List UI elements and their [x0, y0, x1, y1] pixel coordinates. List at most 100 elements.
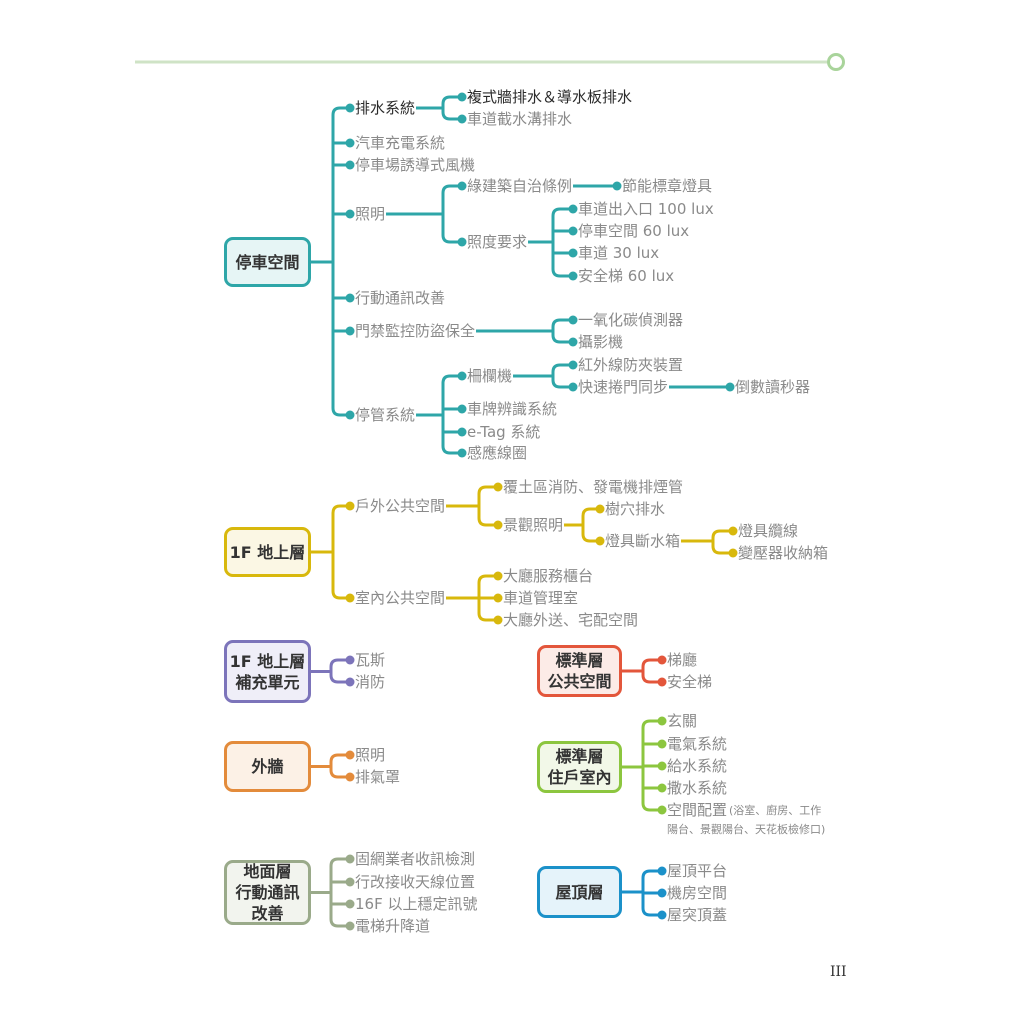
node-dot-icon [657, 805, 667, 815]
node-label: 屋突頂蓋 [667, 906, 728, 924]
node-dot-icon [657, 866, 667, 876]
node-label: 變壓器收納箱 [738, 544, 829, 562]
node-dot-icon [457, 448, 467, 458]
node-label: 消防 [355, 673, 386, 691]
node-label: 空間配置 [667, 801, 728, 819]
node-dot-icon [657, 655, 667, 665]
node-note: (浴室、廚房、工作 [729, 804, 822, 817]
node-dot-icon [657, 716, 667, 726]
node-label: 梯廳 [667, 651, 698, 669]
root-node-label: 屋頂層 [555, 882, 604, 902]
node-dot-icon [568, 360, 578, 370]
root-node-1f-ground: 1F 地上層 [224, 527, 311, 577]
node-dot-icon [493, 615, 503, 625]
connector-branch [641, 869, 662, 879]
node-label: 門禁監控防盜保全 [355, 322, 476, 340]
root-node-label: 1F 地上層 [229, 651, 306, 671]
node-dot-icon [457, 427, 467, 437]
connector-branch [441, 445, 462, 455]
node-label: 倒數讀秒器 [735, 378, 811, 396]
node-label: 樹穴排水 [605, 500, 666, 518]
node-label: 安全梯 60 lux [578, 267, 675, 285]
connector-branch [641, 658, 662, 668]
connector-branch [329, 857, 350, 867]
node-label: 戶外公共空間 [355, 497, 446, 515]
root-node-label: 停車空間 [235, 252, 300, 272]
connector-branch [331, 106, 350, 116]
node-label: 照明 [355, 746, 386, 764]
connector-branch [551, 207, 573, 217]
node-dot-icon [345, 877, 355, 887]
connector-branch [441, 374, 462, 384]
root-node-label: 補充單元 [235, 672, 300, 692]
node-dot-icon [457, 237, 467, 247]
connector-branch [551, 363, 573, 373]
node-label: 感應線圈 [467, 444, 528, 462]
node-label: 16F 以上穩定訊號 [355, 895, 478, 913]
root-node-label: 公共空間 [547, 672, 612, 691]
node-label: 車道截水溝排水 [467, 110, 573, 128]
node-label: 電氣系統 [667, 735, 728, 753]
node-label: 車道 30 lux [578, 244, 660, 262]
node-label: 停車場誘導式風機 [355, 156, 476, 174]
root-node-roof: 屋頂層 [537, 866, 622, 918]
connector-branch [331, 590, 350, 600]
connector-branch [331, 504, 350, 514]
node-label: 燈具斷水箱 [605, 532, 681, 550]
connector-branch [477, 612, 498, 622]
connector-branch [477, 574, 498, 584]
root-node-label: 標準層 [555, 651, 604, 670]
node-dot-icon [457, 404, 467, 414]
node-label: 車道出入口 100 lux [578, 200, 714, 218]
root-node-std-public: 標準層公共空間 [537, 645, 622, 697]
node-dot-icon [728, 548, 738, 558]
node-dot-icon [493, 520, 503, 530]
connector-branch [477, 485, 498, 495]
node-label: 車牌辨識系統 [467, 400, 558, 418]
node-dot-icon [345, 655, 355, 665]
node-dot-icon [345, 593, 355, 603]
node-label: 停車空間 60 lux [578, 222, 690, 240]
node-dot-icon [493, 571, 503, 581]
connector-branch [641, 907, 662, 917]
node-label: 排氣罩 [355, 768, 401, 786]
node-label: 綠建築自治條例 [467, 177, 573, 195]
node-dot-icon [345, 501, 355, 511]
node-dot-icon [345, 772, 355, 782]
node-label: 給水系統 [667, 757, 728, 775]
node-dot-icon [568, 248, 578, 258]
node-label: 節能標章燈具 [622, 177, 713, 195]
node-dot-icon [657, 739, 667, 749]
node-label: 停管系統 [355, 406, 416, 424]
root-node-label: 地面層 [243, 862, 292, 881]
node-dot-icon [457, 114, 467, 124]
connector-branch [581, 533, 600, 543]
node-label: 瓦斯 [355, 651, 386, 669]
node-label: 複式牆排水＆導水板排水 [467, 88, 633, 106]
node-dot-icon [345, 921, 355, 931]
connector-branch [551, 379, 573, 389]
node-dot-icon [568, 204, 578, 214]
node-label: 機房空間 [667, 884, 728, 902]
node-label: 快速捲門同步 [578, 378, 669, 396]
root-node-exterior-wall: 外牆 [224, 741, 311, 792]
connector-branch [581, 507, 600, 517]
root-node-1f-supplement: 1F 地上層補充單元 [224, 640, 311, 703]
connector-branch [441, 234, 462, 244]
connector-branch [551, 318, 573, 328]
node-dot-icon [568, 226, 578, 236]
root-node-label: 改善 [251, 904, 284, 923]
node-label: 景觀照明 [503, 516, 564, 534]
node-dot-icon [595, 504, 605, 514]
connector-branch [711, 545, 733, 555]
node-dot-icon [568, 271, 578, 281]
connector-branch [329, 753, 350, 763]
connector-branch [329, 769, 350, 779]
root-node-parking: 停車空間 [224, 237, 311, 287]
connector-branch [477, 517, 498, 527]
root-node-std-unit: 標準層住戶室內 [537, 741, 622, 793]
node-dot-icon [345, 209, 355, 219]
node-label: 固網業者收訊檢測 [355, 850, 476, 868]
node-label: 攝影機 [578, 333, 624, 351]
